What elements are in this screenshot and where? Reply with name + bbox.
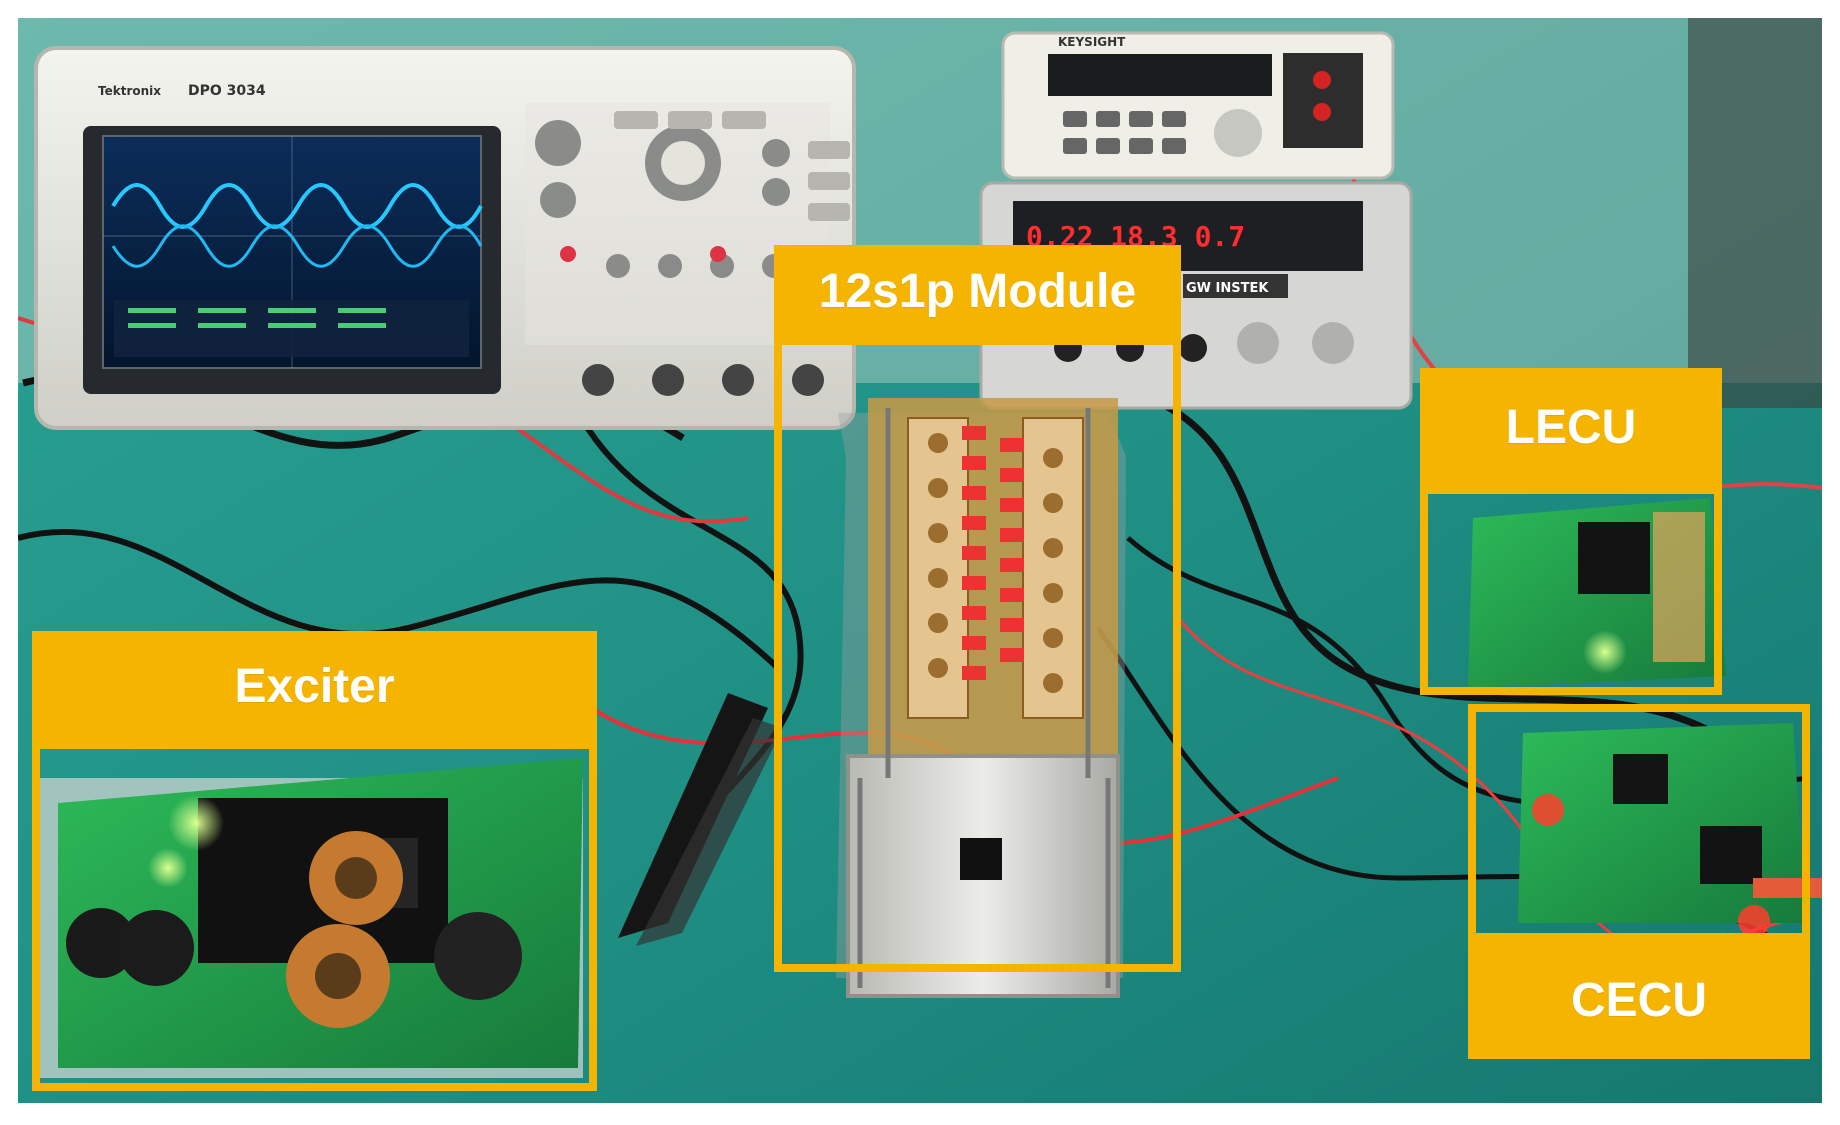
- lecu-label: LECU: [1420, 368, 1722, 486]
- lecu-board: [1468, 498, 1726, 688]
- multimeter-brand: KEYSIGHT: [1058, 35, 1126, 49]
- oscilloscope: [34, 46, 856, 430]
- oscilloscope-brand: Tektronix: [98, 84, 161, 98]
- scope-waveform-1: [111, 183, 483, 229]
- multimeter: [1001, 31, 1395, 180]
- oscilloscope-model: DPO 3034: [188, 83, 266, 99]
- lab-setup-photo: Tektronix DPO 3034 KEYSIGHT GW INSTEK 0.…: [18, 18, 1822, 1103]
- cecu-board: [1518, 723, 1822, 937]
- exciter-outline: [32, 741, 597, 1091]
- black-cable-right: [1146, 394, 1724, 741]
- exciter-label: Exciter: [32, 631, 597, 741]
- cecu-outline: [1468, 704, 1810, 941]
- cecu-label: CECU: [1468, 941, 1810, 1059]
- right-wall-dark: [1688, 18, 1822, 408]
- exciter-board: [38, 758, 583, 1078]
- module-label: 12s1p Module: [774, 245, 1181, 337]
- current-probe: [618, 693, 783, 946]
- power-supply-brand: GW INSTEK: [1186, 281, 1269, 296]
- scope-waveform-2: [111, 224, 483, 268]
- battery-module: [836, 398, 1126, 998]
- module-outline: [774, 337, 1181, 972]
- lecu-outline: [1420, 486, 1722, 695]
- lab-bench-scene: Tektronix DPO 3034 KEYSIGHT GW INSTEK 0.…: [18, 18, 1822, 1103]
- black-cable-left-2: [18, 529, 781, 671]
